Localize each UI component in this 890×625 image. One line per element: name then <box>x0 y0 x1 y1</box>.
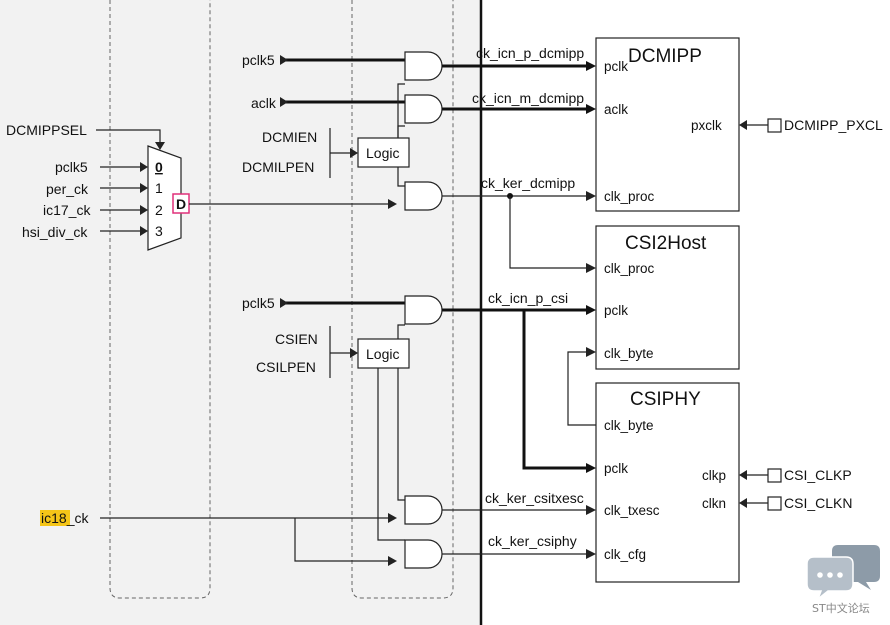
dcmipp-title: DCMIPP <box>628 46 702 67</box>
ic18-label-suffix: _ck <box>66 510 90 526</box>
mux-index-2: 2 <box>155 202 163 218</box>
watermark-text: ST中文论坛 <box>812 601 870 615</box>
signal-ck-ker-csitxesc: ck_ker_csitxesc <box>485 490 584 506</box>
mux-index-3: 3 <box>155 223 163 239</box>
ic18-label: ic18_ck <box>41 510 89 526</box>
csi2host-title: CSI2Host <box>625 233 707 254</box>
mux-input-0: pclk5 <box>55 159 88 175</box>
csi-logic-label: Logic <box>366 346 399 362</box>
csi2host-pin-pclk: pclk <box>604 303 628 318</box>
csi-logic-box <box>357 338 410 369</box>
csi-clkp-pad <box>767 468 782 483</box>
mux-index-0: 0 <box>155 159 163 175</box>
csien-label: CSIEN <box>275 331 318 347</box>
signal-ck-icn-p-csi: ck_icn_p_csi <box>488 290 568 306</box>
dcmipp-pxcl-ext-label: DCMIPP_PXCL <box>784 117 883 133</box>
csiphy-title: CSIPHY <box>630 389 701 410</box>
csiphy-block <box>595 382 740 583</box>
ic18-label-highlight: ic18 <box>41 510 67 526</box>
dcmipp-pin-pclk: pclk <box>604 59 628 74</box>
dcmien-label: DCMIEN <box>262 129 317 145</box>
signal-ck-ker-csiphy: ck_ker_csiphy <box>488 533 577 549</box>
csiphy-pin-clk-txesc: clk_txesc <box>604 503 660 518</box>
dcmipp-pclk5-label: pclk5 <box>242 52 275 68</box>
csi-pclk5-label: pclk5 <box>242 295 275 311</box>
dcmipp-pin-pxclk: pxclk <box>691 118 722 133</box>
dcmipp-block <box>595 37 740 212</box>
csiphy-pin-pclk: pclk <box>604 461 628 476</box>
csiphy-pin-clkn: clkn <box>702 496 726 511</box>
mux-index-1: 1 <box>155 180 163 196</box>
mux-input-1: per_ck <box>46 181 89 197</box>
csi-clkp-ext-label: CSI_CLKP <box>784 467 852 483</box>
csi2host-pin-clk-byte: clk_byte <box>604 346 654 361</box>
dcmipp-logic-box <box>357 137 410 168</box>
and-gate-ker-csiphy <box>404 539 443 569</box>
signal-ck-icn-p-dcmipp: ck_icn_p_dcmipp <box>476 45 584 61</box>
csi-clkn-ext-label: CSI_CLKN <box>784 495 852 511</box>
ic18-highlight <box>40 510 70 526</box>
csi2host-block <box>595 225 740 370</box>
watermark-chat-icon <box>806 545 880 602</box>
clock-domain-background <box>0 0 481 625</box>
dcmipp-pin-clk-proc: clk_proc <box>604 189 655 204</box>
dcmipp-pin-aclk: aclk <box>604 102 628 117</box>
csiphy-pin-clk-byte: clk_byte <box>604 418 654 433</box>
mux-input-2: ic17_ck <box>43 202 91 218</box>
mux-d-label: D <box>176 196 186 212</box>
and-gate-ker-dcmipp <box>404 181 443 211</box>
and-gate-icn-p-dcmipp <box>404 51 443 81</box>
csilpen-label: CSILPEN <box>256 359 316 375</box>
and-gate-icn-p-csi <box>404 295 443 325</box>
dashed-column-2 <box>351 0 454 599</box>
csi-clkn-pad <box>767 496 782 511</box>
dcmipp-logic-label: Logic <box>366 145 399 161</box>
csiphy-pin-clkp: clkp <box>702 468 726 483</box>
and-gate-icn-m-dcmipp <box>404 94 443 124</box>
mux-input-3: hsi_div_ck <box>22 224 88 240</box>
signal-ck-icn-m-dcmipp: ck_icn_m_dcmipp <box>472 90 584 106</box>
clock-mux <box>147 145 182 251</box>
dcmipp-aclk-label: aclk <box>251 95 277 111</box>
and-gate-ker-csitxesc <box>404 495 443 525</box>
signal-ck-ker-dcmipp: ck_ker_dcmipp <box>481 175 575 191</box>
dcmilpen-label: DCMILPEN <box>242 159 314 175</box>
dcmipp-pxclk-pad <box>767 118 782 133</box>
csi2host-pin-clk-proc: clk_proc <box>604 261 655 276</box>
mux-select-label: DCMIPPSEL <box>6 122 87 138</box>
dashed-column-1 <box>109 0 211 599</box>
csiphy-pin-clk-cfg: clk_cfg <box>604 547 646 562</box>
